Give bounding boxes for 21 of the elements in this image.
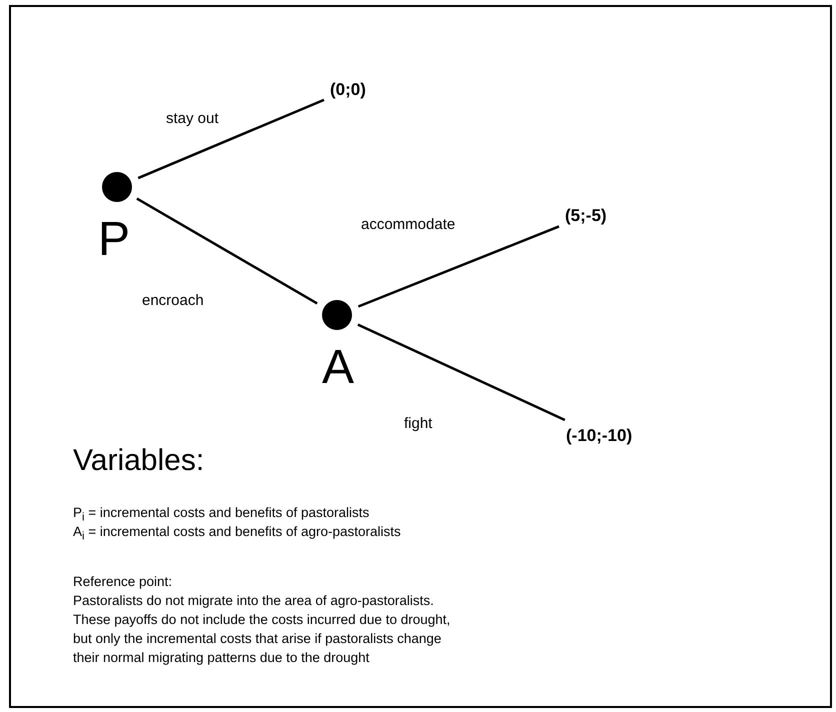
note-text: These payoffs do not include the costs incurred due to drought, <box>73 612 450 628</box>
decision-node <box>322 300 352 330</box>
tree-branch <box>138 98 324 180</box>
note-text: but only the incremental costs that arise if pastoralists change <box>73 631 442 647</box>
note-text: A$_{i}$ = incremental costs and benefits of agro-pastoralists <box>73 524 401 544</box>
edge-label: stay out <box>164 110 221 128</box>
note-text: their normal migrating patterns due to the drought <box>73 650 370 666</box>
tree-branch <box>136 197 318 305</box>
tree-branch <box>358 225 560 308</box>
player-label: A <box>322 340 354 396</box>
tree-branch <box>357 324 566 422</box>
decision-node <box>102 172 132 202</box>
section-heading: Variables: <box>73 444 204 478</box>
payoff-text: (0;0) <box>330 80 366 100</box>
payoff-text: (-10;-10) <box>566 426 632 446</box>
note-text: Pastoralists do not migrate into the area of agro-pastoralists. <box>73 593 434 609</box>
payoff-text: (5;-5) <box>565 206 607 226</box>
edge-label: fight <box>402 415 434 432</box>
note-text: Reference point: <box>73 574 172 590</box>
player-label: P <box>98 212 130 268</box>
note-text: P$_{i}$ = incremental costs and benefits of pastoralists <box>73 505 370 525</box>
